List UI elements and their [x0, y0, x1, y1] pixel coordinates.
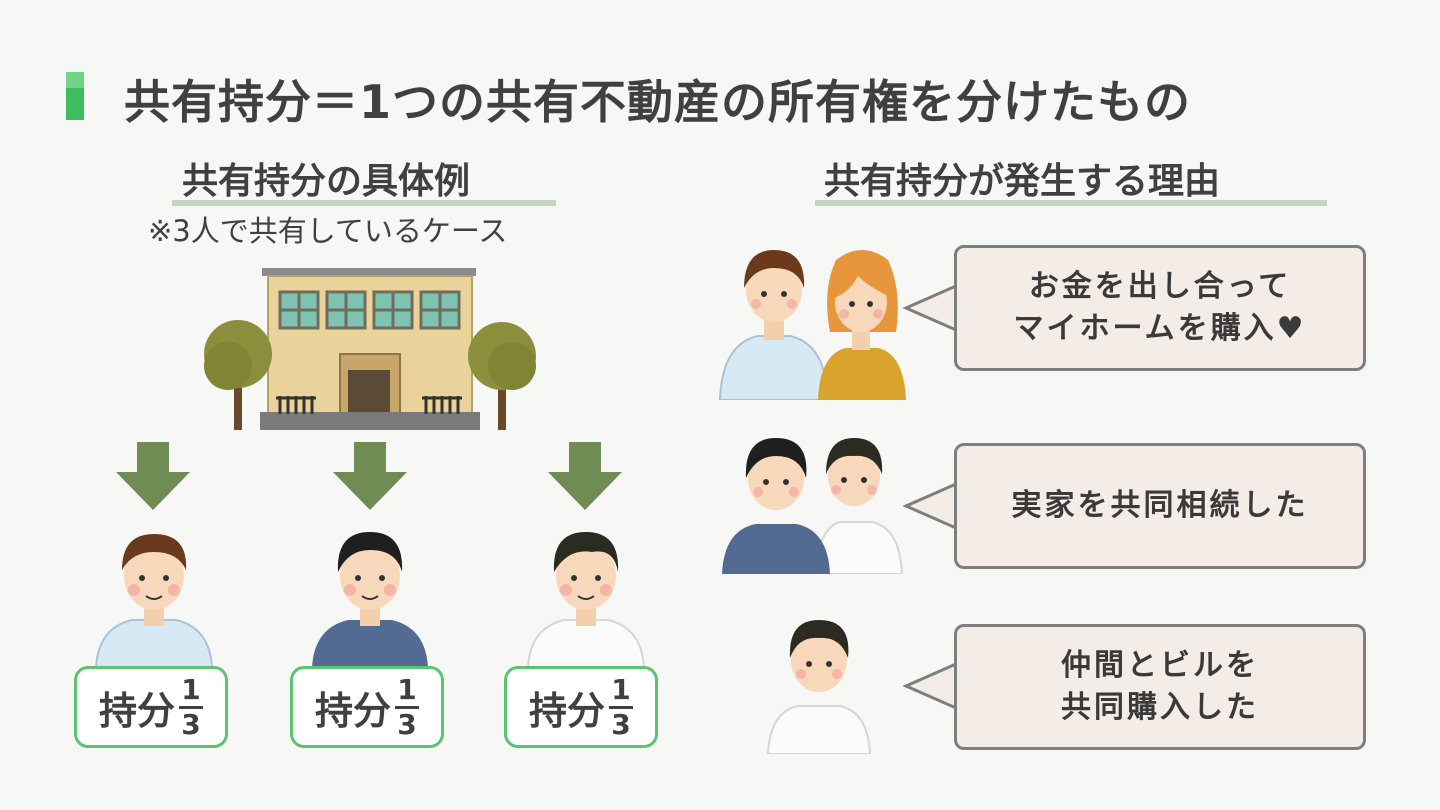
couple-icon	[718, 250, 906, 400]
fraction-bar	[609, 705, 633, 709]
share-denominator: 3	[181, 707, 201, 741]
page-title: 共有持分＝1つの共有不動産の所有権を分けたもの	[124, 75, 1192, 129]
reason-bubble: 仲間とビルを 共同購入した	[954, 624, 1366, 750]
bubble-tail	[902, 661, 962, 711]
title-accent-bar	[66, 72, 84, 120]
share-label: 持分	[528, 688, 605, 733]
person-icon	[312, 532, 428, 668]
reason-line: 仲間とビルを	[1061, 648, 1259, 683]
arrow-down-icon	[116, 442, 190, 510]
house-icon	[260, 268, 480, 430]
share-numerator: 1	[611, 672, 631, 706]
share-denominator: 3	[611, 707, 631, 741]
left-section-heading: 共有持分の具体例	[182, 161, 471, 202]
left-heading-underline	[172, 200, 556, 206]
share-box: 持分 1 3	[290, 666, 444, 748]
reason-line: マイホームを購入♥	[1013, 311, 1307, 346]
reason-bubble: お金を出し合って マイホームを購入♥	[954, 245, 1366, 371]
bubble-tail	[902, 283, 962, 333]
share-numerator: 1	[181, 672, 201, 706]
person-icon	[766, 620, 872, 754]
share-fraction: 1 3	[179, 672, 203, 741]
share-denominator: 3	[397, 707, 417, 741]
reason-line: 実家を共同相続した	[1011, 488, 1309, 523]
share-box: 持分 1 3	[504, 666, 658, 748]
reason-bubble: 実家を共同相続した	[954, 443, 1366, 569]
share-fraction: 1 3	[609, 672, 633, 741]
tree-icon	[204, 320, 272, 430]
share-numerator: 1	[397, 672, 417, 706]
share-label: 持分	[98, 688, 175, 733]
arrow-down-icon	[548, 442, 622, 510]
fraction-bar	[179, 705, 203, 709]
share-label: 持分	[314, 688, 391, 733]
arrow-down-icon	[333, 442, 407, 510]
left-section-note: ※3人で共有しているケース	[148, 214, 508, 248]
bubble-tail	[902, 481, 962, 531]
person-icon	[526, 532, 646, 668]
reason-line: お金を出し合って	[1028, 269, 1292, 304]
person-icon	[94, 534, 214, 668]
reason-line: 共同購入した	[1061, 690, 1259, 725]
share-fraction: 1 3	[395, 672, 419, 741]
brothers-icon	[722, 438, 904, 574]
right-heading-underline	[815, 200, 1327, 206]
share-box: 持分 1 3	[74, 666, 228, 748]
right-section-heading: 共有持分が発生する理由	[824, 161, 1221, 202]
fraction-bar	[395, 705, 419, 709]
tree-icon	[468, 322, 536, 430]
house-illustration	[204, 268, 536, 430]
